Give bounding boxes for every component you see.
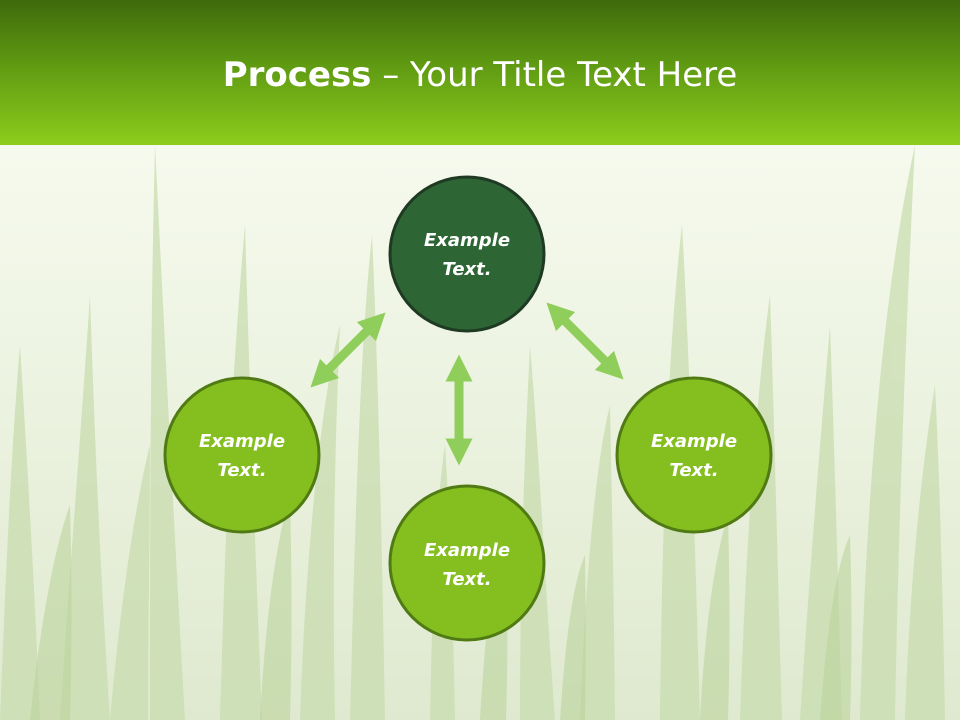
node-bottom: Example Text. bbox=[388, 484, 546, 642]
node-right: Example Text. bbox=[615, 376, 773, 534]
arrow-top-right bbox=[546, 302, 624, 380]
node-left: Example Text. bbox=[163, 376, 321, 534]
node-bottom-line2: Text. bbox=[442, 569, 491, 590]
title-strong: Process bbox=[222, 55, 372, 95]
node-bottom-line1: Example bbox=[424, 540, 510, 561]
node-top: Example Text. bbox=[388, 175, 546, 333]
node-top-line1: Example bbox=[424, 230, 510, 251]
slide-title: Process – Your Title Text Here bbox=[0, 50, 960, 100]
header-band: Process – Your Title Text Here bbox=[0, 0, 960, 145]
node-right-line1: Example bbox=[651, 431, 737, 452]
node-left-line2: Text. bbox=[217, 460, 266, 481]
node-left-line1: Example bbox=[199, 431, 285, 452]
node-right-line2: Text. bbox=[669, 460, 718, 481]
arrow-top-left bbox=[310, 312, 386, 388]
title-rest: – Your Title Text Here bbox=[371, 55, 738, 95]
node-top-line2: Text. bbox=[442, 259, 491, 280]
